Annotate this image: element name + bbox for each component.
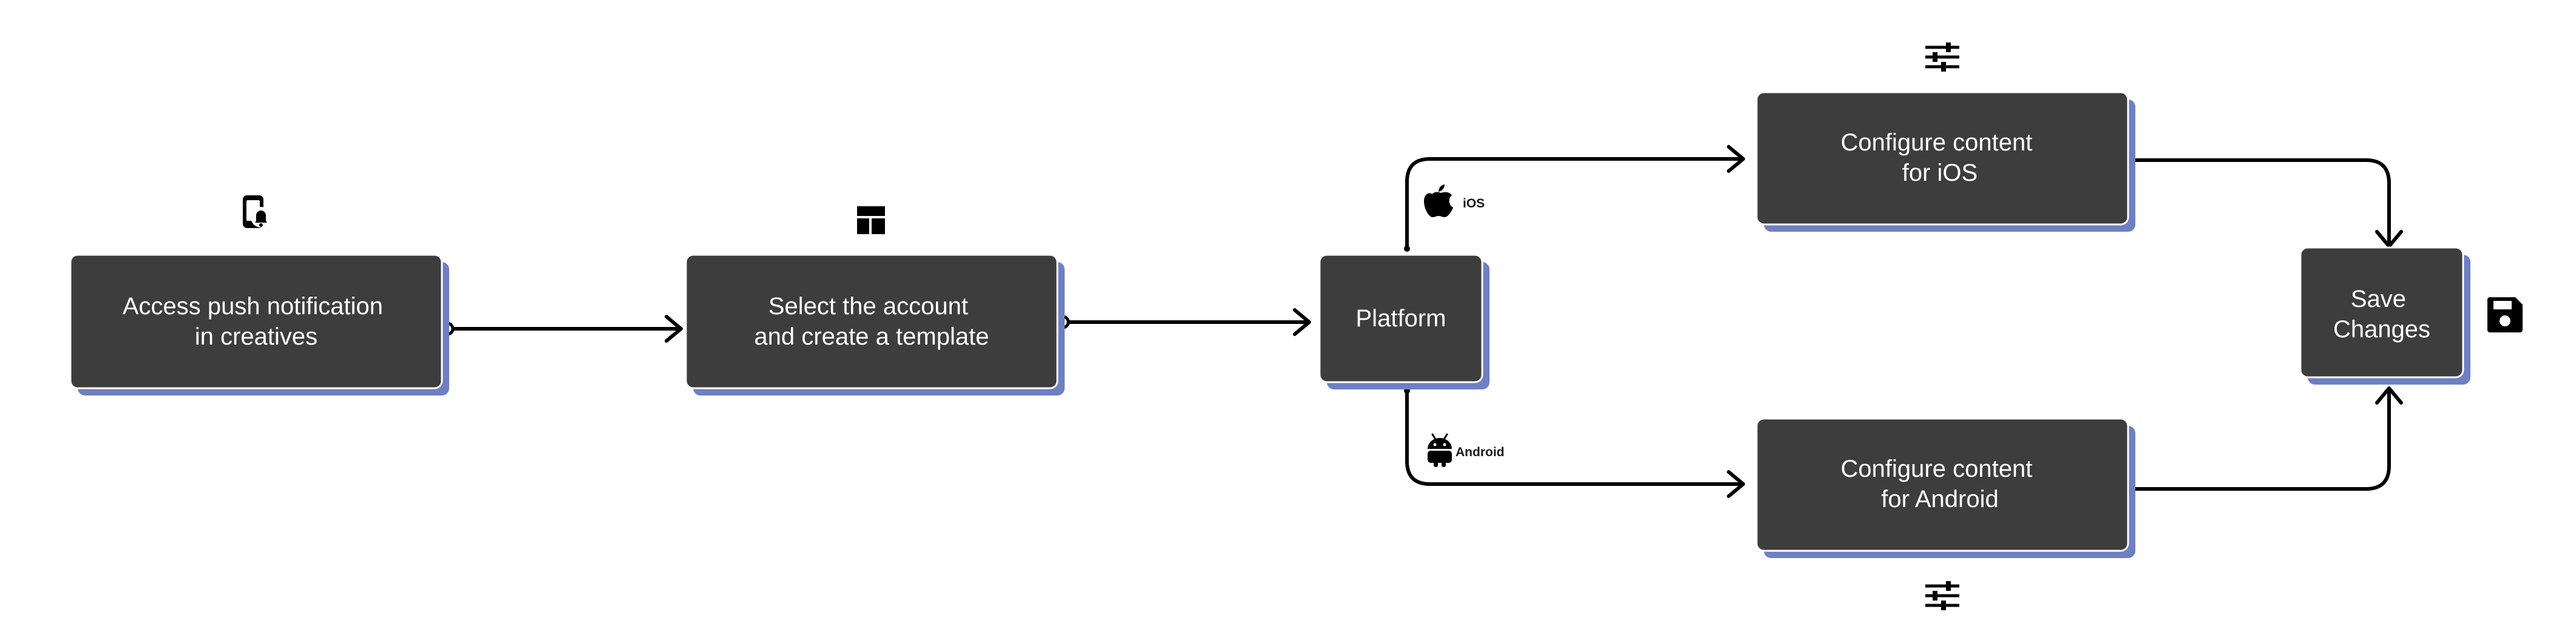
node-platform-label: Platform xyxy=(1356,305,1446,332)
node-access-line2: in creatives xyxy=(195,323,317,350)
node-access-line1: Access push notification xyxy=(123,293,383,320)
node-template-line1: Select the account xyxy=(768,293,968,320)
edge-android-to-save xyxy=(2130,388,2391,491)
edge-label-android-text: Android xyxy=(1456,445,1504,459)
edge-access-to-template-arrowhead xyxy=(665,315,683,343)
edge-label-ios: iOS xyxy=(1424,184,1485,217)
edge-platform-to-android-arrowhead xyxy=(1727,470,1745,498)
edge-platform-to-ios-arrowhead xyxy=(1727,145,1745,173)
node-android-line1: Configure content xyxy=(1841,456,2033,482)
edge-android-to-save-arrowhead xyxy=(2375,386,2403,405)
node-configure-android[interactable]: Configure content for Android xyxy=(1755,417,2135,558)
svg-text:Configure content for An: Configure content for Android xyxy=(1841,456,2039,513)
edge-platform-to-android xyxy=(1405,389,1744,486)
node-select-account-template[interactable]: Select the account and create a template xyxy=(685,254,1065,396)
phone-notification-icon xyxy=(243,195,271,228)
node-box xyxy=(69,254,443,389)
node-save-changes[interactable]: Save Changes xyxy=(2299,246,2470,385)
edge-label-android: Android xyxy=(1428,433,1504,467)
apple-icon xyxy=(1424,184,1453,217)
sliders-icon xyxy=(1925,581,1959,610)
edge-ios-start-dot xyxy=(1404,246,1410,252)
edge-template-to-platform-arrowhead xyxy=(1293,308,1311,336)
node-save-line1: Save xyxy=(2351,286,2406,312)
svg-text:Access push notification: Access push notification in creatives xyxy=(123,293,390,350)
android-icon xyxy=(1428,433,1452,467)
edge-ios-to-save xyxy=(2130,158,2391,247)
edge-label-ios-text: iOS xyxy=(1463,197,1485,210)
node-configure-ios[interactable]: Configure content for iOS xyxy=(1755,91,2135,232)
node-platform[interactable]: Platform xyxy=(1318,254,1490,389)
layout-template-icon xyxy=(857,206,885,234)
node-box xyxy=(1755,91,2129,226)
node-box xyxy=(2299,246,2464,379)
node-box xyxy=(1318,254,1483,383)
edge-platform-to-ios xyxy=(1405,157,1744,251)
svg-text:Save Changes: Save Changes xyxy=(2333,286,2430,343)
sliders-icon xyxy=(1925,42,1959,72)
node-android-line2: for Android xyxy=(1881,486,1998,513)
node-ios-line1: Configure content xyxy=(1841,129,2033,156)
node-access-push-notification[interactable]: Access push notification in creatives xyxy=(69,254,449,396)
edge-ios-to-save-arrowhead xyxy=(2375,230,2403,248)
node-ios-line2: for iOS xyxy=(1902,160,1978,186)
node-box xyxy=(1755,417,2129,552)
node-box xyxy=(685,254,1059,389)
node-template-line2: and create a template xyxy=(754,323,989,350)
svg-text:Select the account and c: Select the account and create a template xyxy=(754,293,989,350)
svg-text:Configure content for iO: Configure content for iOS xyxy=(1841,129,2039,186)
node-save-line2: Changes xyxy=(2333,316,2430,343)
connectors xyxy=(440,145,2403,498)
floppy-disk-icon xyxy=(2487,297,2523,332)
